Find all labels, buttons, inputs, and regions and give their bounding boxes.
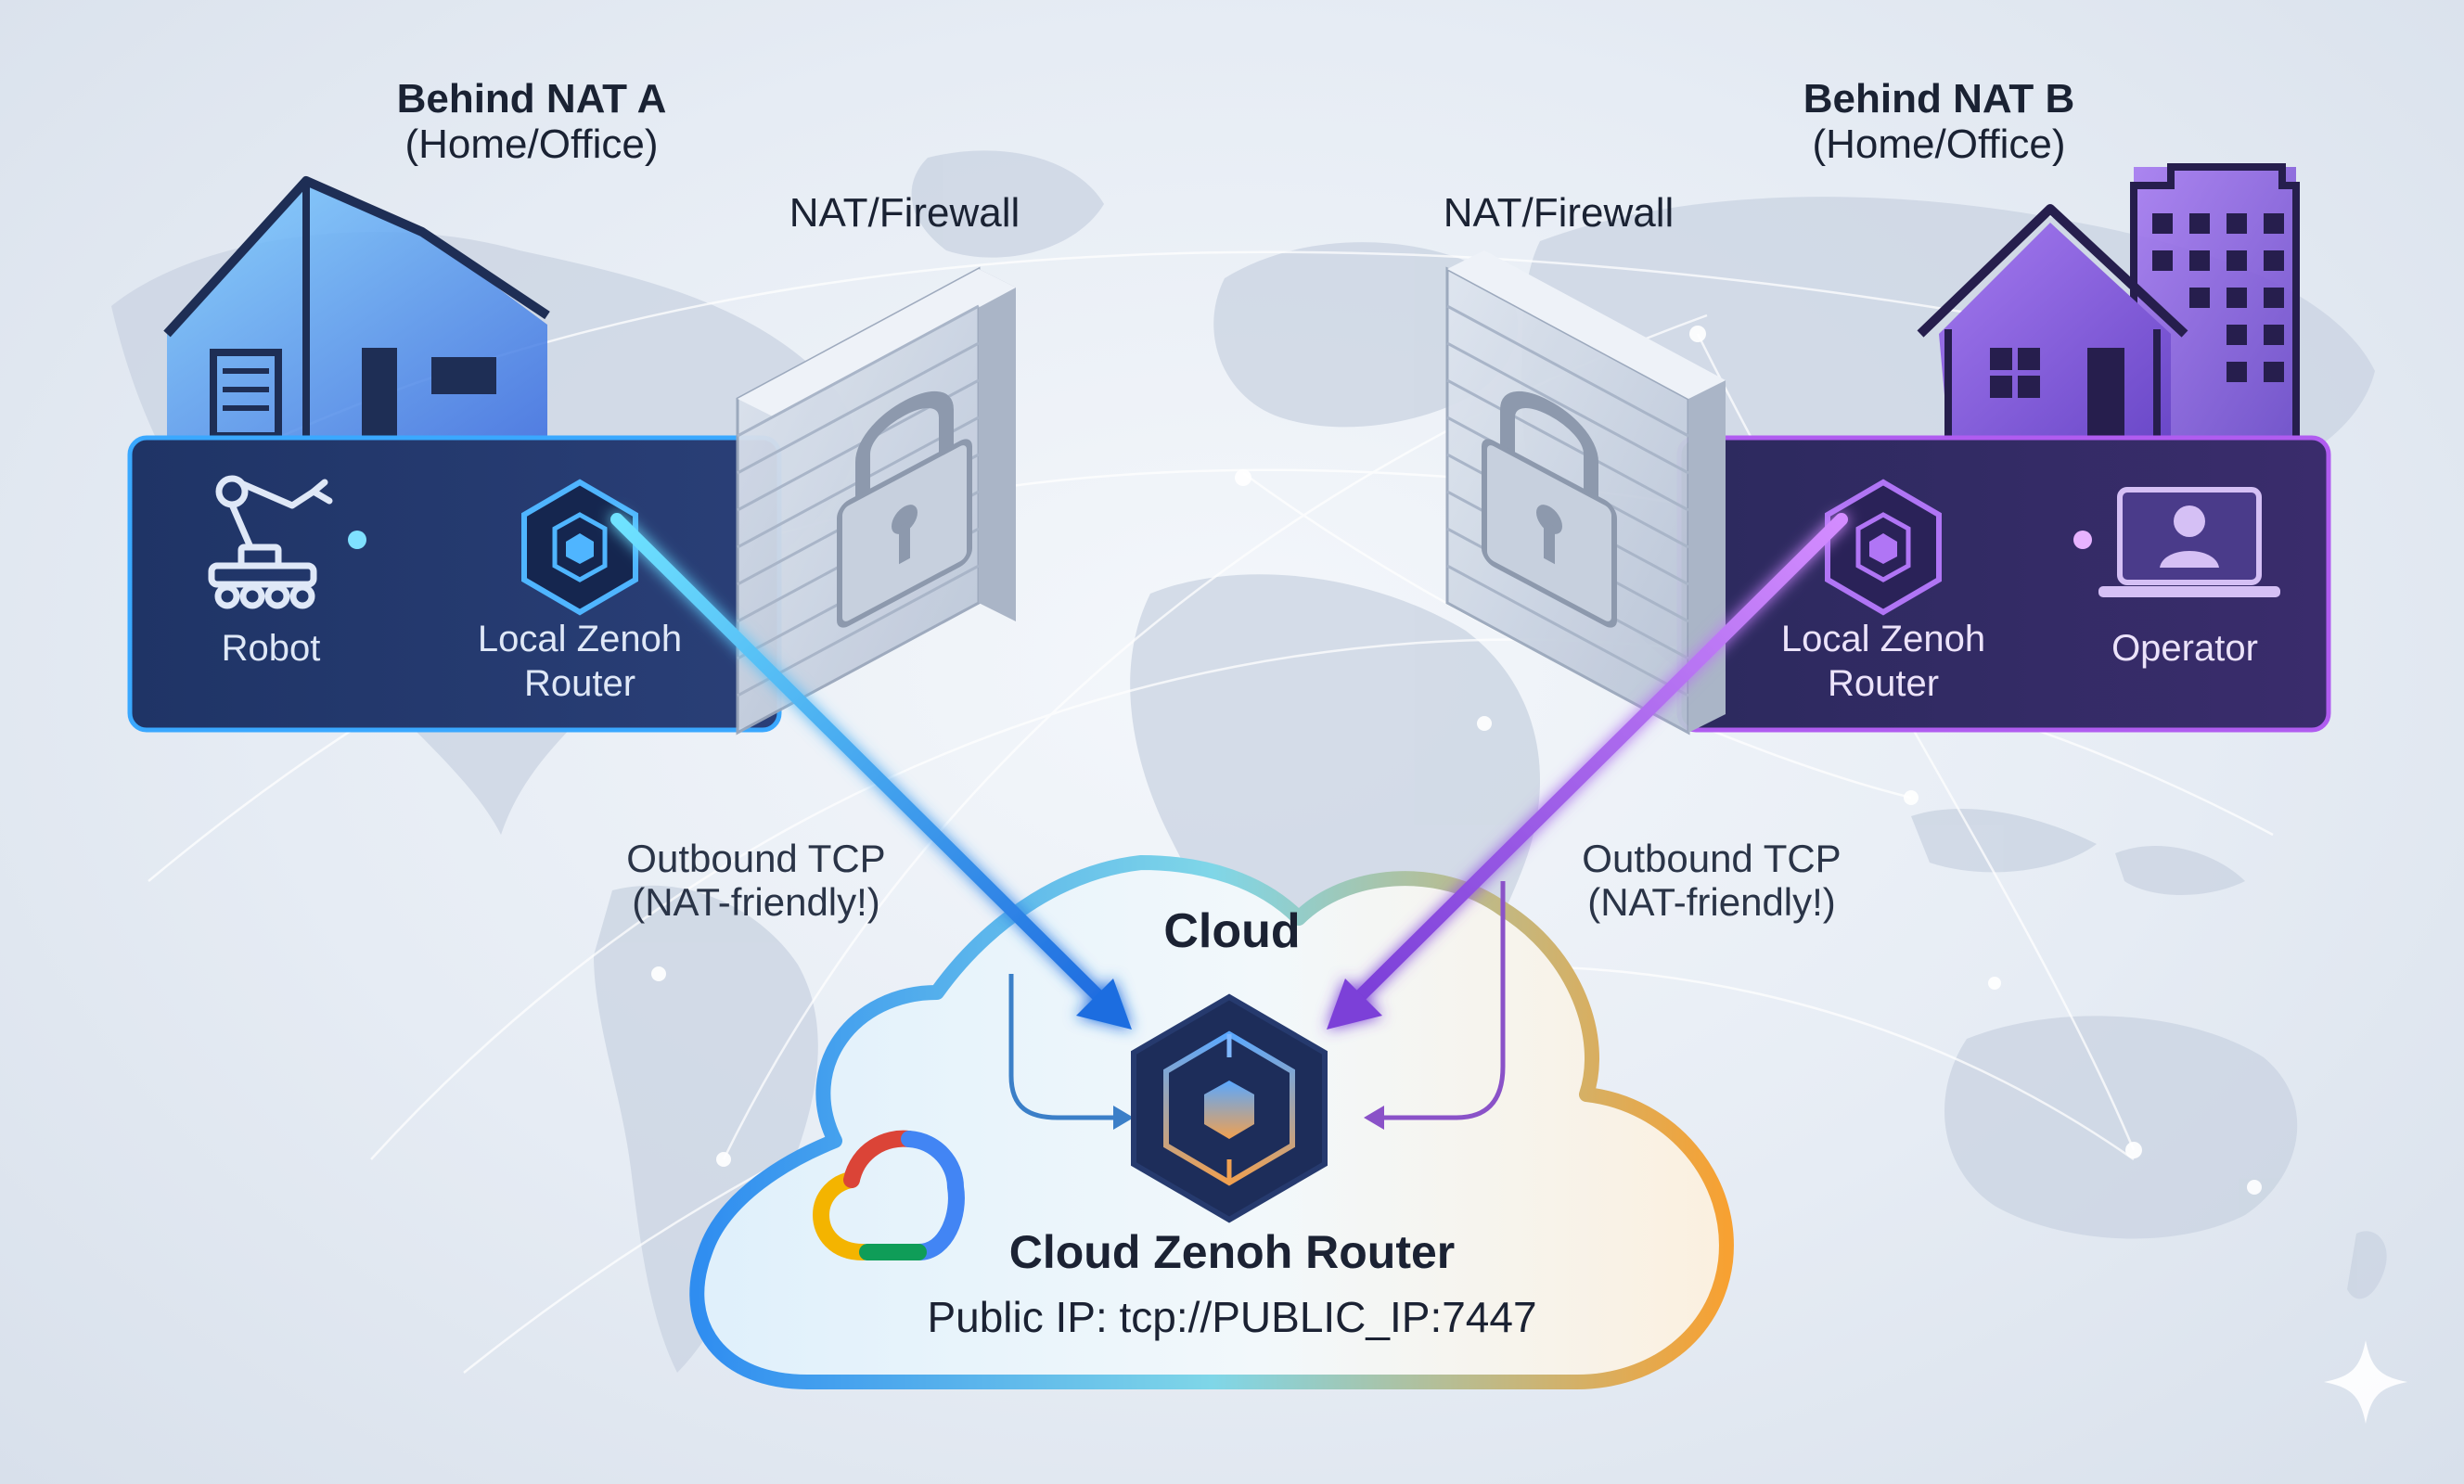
site-b-router-label: Local Zenoh Router (1781, 617, 1985, 706)
flow-right-line1: Outbound TCP (1582, 837, 1842, 880)
outbound-arrow-right (1327, 513, 1848, 1030)
zenoh-hex-icon (521, 479, 638, 616)
site-b-title-block: Behind NAT B (Home/Office) (1803, 76, 2075, 168)
padlock-icon (1482, 391, 1617, 628)
flow-right-label: Outbound TCP (NAT-friendly!) (1582, 837, 1841, 924)
site-b-title: Behind NAT B (1803, 76, 2075, 122)
house-icon (163, 176, 550, 440)
cloud-title: Cloud (1163, 904, 1301, 958)
site-b-router-label-line1: Local Zenoh (1780, 619, 1986, 659)
laptop-user-icon (2098, 487, 2280, 597)
zenoh-hex-icon (1825, 479, 1942, 616)
flow-left-line1: Outbound TCP (626, 837, 886, 880)
site-a-subtitle: (Home/Office) (404, 122, 659, 168)
robot-arm-icon (208, 475, 333, 609)
site-b-router-label-line2: Router (1827, 663, 1940, 704)
firewall-right-label: NAT/Firewall (1443, 190, 1675, 236)
flow-right-line2: (NAT-friendly!) (1587, 880, 1836, 925)
operator-label: Operator (2111, 628, 2258, 669)
site-a-title: Behind NAT A (396, 76, 667, 122)
cloud-public-ip: Public IP: tcp://PUBLIC_IP:7447 (927, 1293, 1537, 1341)
outbound-arrow-left (610, 513, 1132, 1030)
firewall-left-label: NAT/Firewall (789, 190, 1020, 236)
padlock-icon (837, 391, 972, 628)
site-b-subtitle: (Home/Office) (1812, 122, 2066, 168)
cloud-router-name: Cloud Zenoh Router (1008, 1226, 1456, 1278)
site-a-router-label-line1: Local Zenoh (477, 619, 683, 659)
flow-left-line2: (NAT-friendly!) (632, 880, 880, 925)
house-icon (1917, 204, 2188, 436)
robot-label: Robot (221, 628, 321, 669)
flow-left-label: Outbound TCP (NAT-friendly!) (626, 837, 885, 924)
site-a-router-label-line2: Router (523, 663, 636, 704)
cloud-zenoh-hex-icon (1131, 993, 1328, 1223)
site-a-router-label: Local Zenoh Router (478, 617, 682, 706)
site-a-title-block: Behind NAT A (Home/Office) (397, 76, 667, 168)
sparkle-icon (2324, 1340, 2407, 1424)
google-cloud-icon (812, 1130, 965, 1260)
